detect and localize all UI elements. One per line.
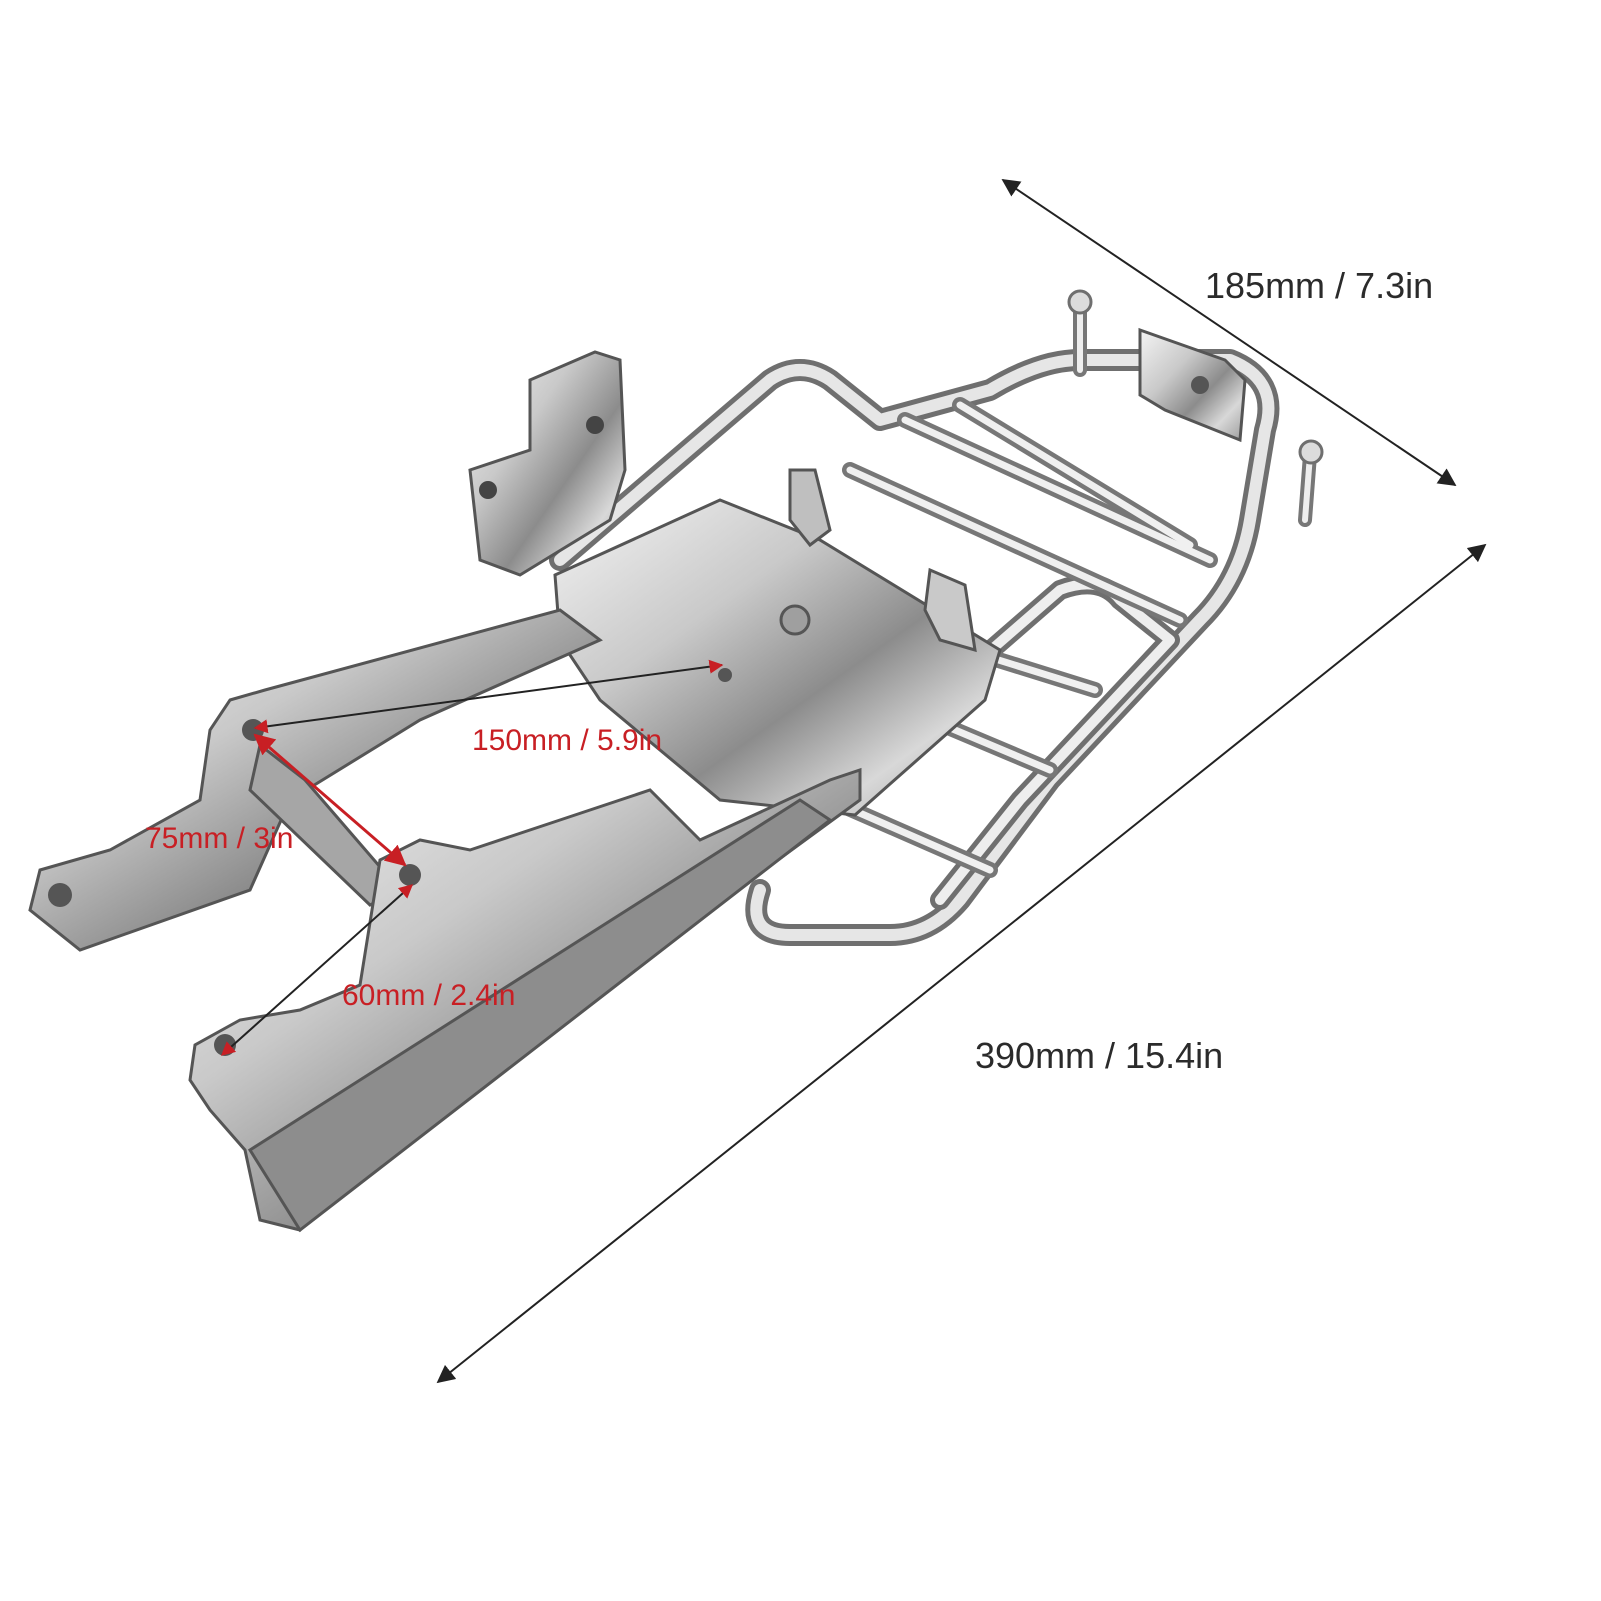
hole-to-plate-arrow (253, 659, 724, 734)
upper-bracket-hole-2 (479, 481, 497, 499)
luggage-rack-illustration (28, 289, 1324, 1233)
arm-hole-mid (399, 864, 421, 886)
upper-left-bracket (468, 350, 627, 577)
rack-width-label: 185mm / 7.3in (1205, 265, 1433, 306)
arm-hole-left (48, 883, 72, 907)
arm-hole-upper (242, 719, 264, 741)
base-plate (553, 498, 1002, 817)
rack-length-label: 390mm / 15.4in (975, 1035, 1223, 1076)
hole-spacing-a-arrow (253, 733, 407, 867)
hole-to-plate-label: 150mm / 5.9in (472, 724, 662, 757)
plate-hole-center (718, 668, 732, 682)
rear-tab-hole (1191, 376, 1209, 394)
length-arrow (436, 543, 1487, 1384)
hole-spacing-b-label: 60mm / 2.4in (342, 979, 515, 1012)
plate-nut (779, 604, 811, 636)
upper-bracket-hole-1 (586, 416, 604, 434)
hole-spacing-a-label: 75mm / 3in (145, 822, 293, 855)
hole-spacing-b-arrow (220, 884, 414, 1056)
plate-tab-left (788, 468, 832, 548)
width-arrow (1001, 178, 1457, 487)
